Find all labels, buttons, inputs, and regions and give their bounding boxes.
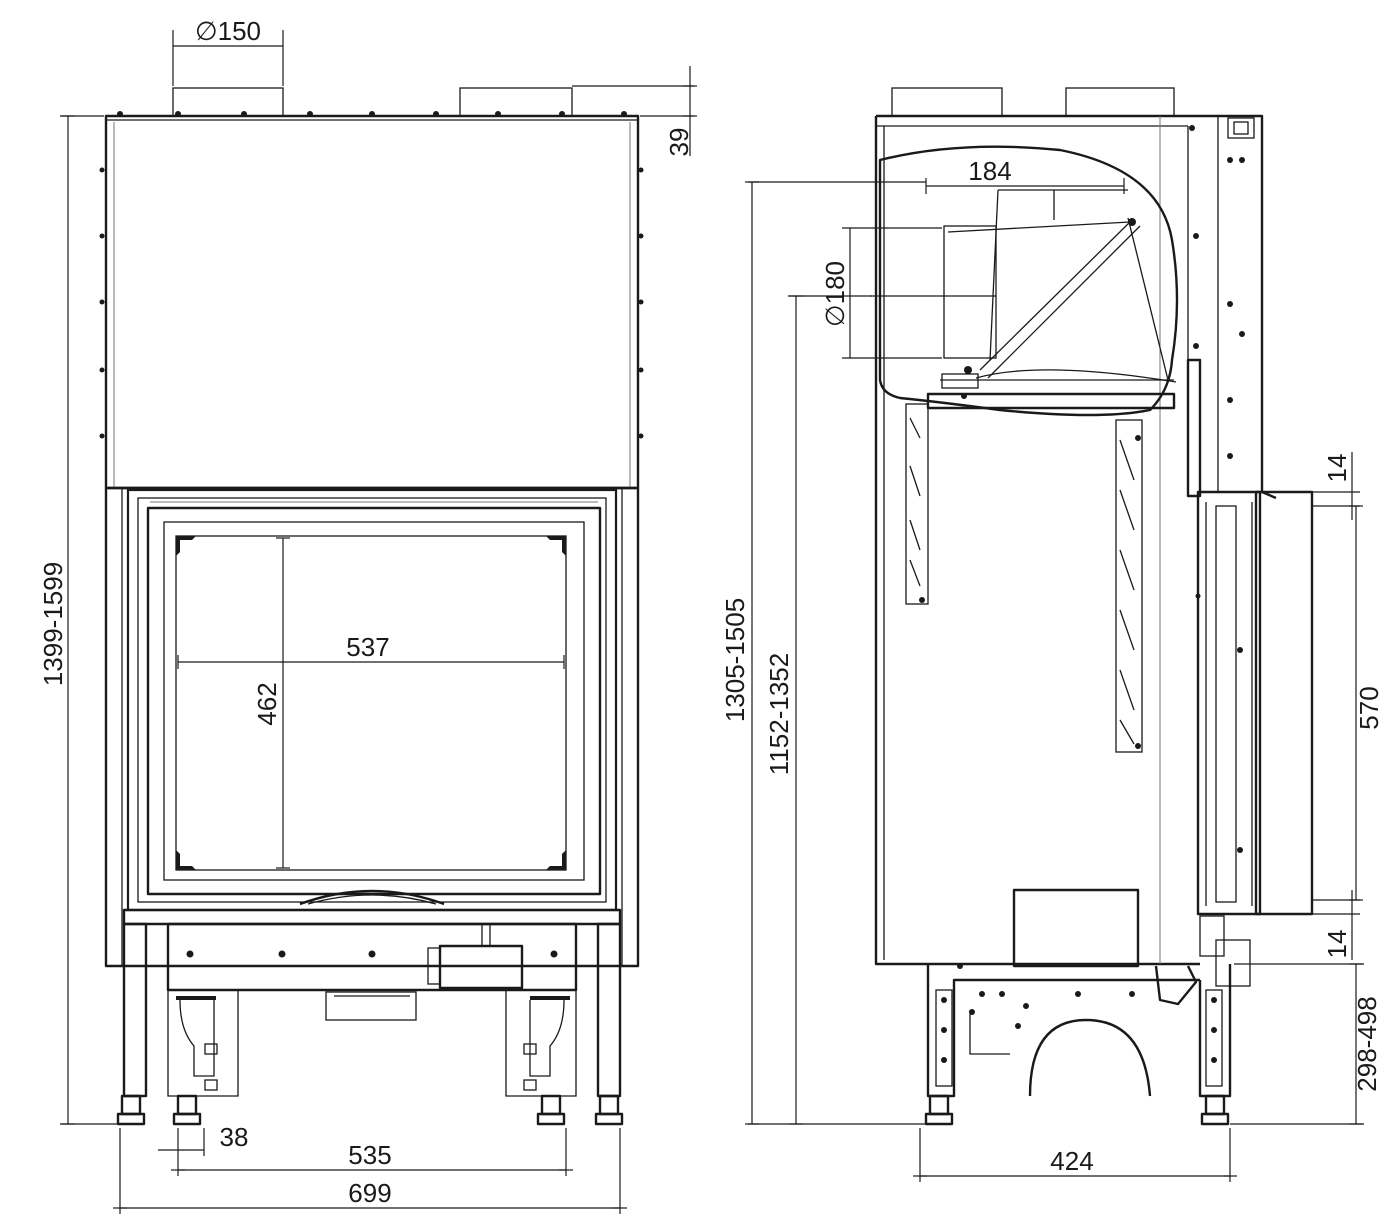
side-ash-box — [1012, 888, 1251, 1006]
flue-offset-label: 184 — [968, 156, 1011, 186]
dimension-base-height: 298-498 — [1230, 963, 1382, 1125]
side-flue-collar-right — [1065, 87, 1175, 117]
dimension-overall-depth: 424 — [913, 1128, 1237, 1182]
side-door-frame — [1186, 358, 1314, 916]
front-door-handle — [299, 889, 445, 906]
glass-height-label: 462 — [252, 682, 282, 725]
total-height-label: 1399-1599 — [38, 562, 68, 686]
foot-width-label: 38 — [220, 1122, 249, 1152]
dimension-glass-height: 462 — [252, 537, 290, 869]
front-door-frame — [126, 488, 618, 912]
dimension-door-height: 570 — [1349, 505, 1384, 901]
front-view: 537 462 — [38, 16, 697, 1214]
height-outer-label: 1305-1505 — [720, 598, 750, 722]
side-flue-baffle — [878, 145, 1179, 417]
side-right-rail — [1115, 419, 1143, 753]
side-base — [924, 963, 1232, 1126]
collar-height-label: 39 — [664, 128, 694, 157]
side-left-rail — [905, 403, 929, 605]
front-leg-right — [505, 922, 624, 1126]
flue-diameter-label: ∅150 — [195, 16, 261, 46]
air-inlet-diameter-label: ∅180 — [820, 261, 850, 327]
overall-depth-label: 424 — [1050, 1146, 1093, 1176]
front-flue-collar-right — [459, 87, 573, 117]
overall-width-label: 699 — [348, 1178, 391, 1208]
front-control-panel — [122, 908, 622, 1021]
glass-width-label: 537 — [346, 632, 389, 662]
side-top-bracket — [1189, 117, 1255, 459]
side-main-body — [874, 114, 1264, 966]
front-glass-panel — [163, 521, 585, 881]
dimension-air-inlet-diameter: ∅180 — [820, 227, 996, 359]
front-firebox-body — [104, 486, 640, 968]
dimension-feet-spacing: 535 — [171, 1128, 573, 1176]
front-flue-collar-left — [172, 87, 284, 117]
frame-top-gap-label: 14 — [1322, 454, 1352, 483]
dimension-collar-height: 39 — [572, 66, 697, 156]
dimension-overall-width: 699 — [113, 1128, 627, 1214]
base-height-label: 298-498 — [1352, 996, 1382, 1091]
dimension-glass-width: 537 — [177, 632, 565, 669]
dimension-height-outer: 1305-1505 — [720, 181, 930, 1125]
front-leg-left — [116, 922, 239, 1126]
dimension-foot-width: 38 — [158, 1122, 248, 1176]
dimension-flue-offset: 184 — [925, 156, 1125, 194]
feet-spacing-label: 535 — [348, 1140, 391, 1170]
side-flue-collar-left — [891, 87, 1003, 117]
frame-bottom-gap-label: 14 — [1322, 930, 1352, 959]
dimension-total-height: 1399-1599 — [38, 115, 118, 1125]
dimension-frame-top-gap: 14 — [1312, 452, 1360, 520]
front-upper-housing — [99, 111, 644, 490]
side-view: 184 ∅180 1305-1505 1152-1352 — [720, 87, 1384, 1182]
dimension-frame-bottom-gap: 14 — [1312, 890, 1360, 960]
door-height-label: 570 — [1354, 686, 1384, 729]
height-inner-label: 1152-1352 — [764, 653, 794, 775]
dimension-flue-diameter: ∅150 — [172, 16, 284, 86]
dimension-height-inner: 1152-1352 — [764, 295, 872, 1125]
